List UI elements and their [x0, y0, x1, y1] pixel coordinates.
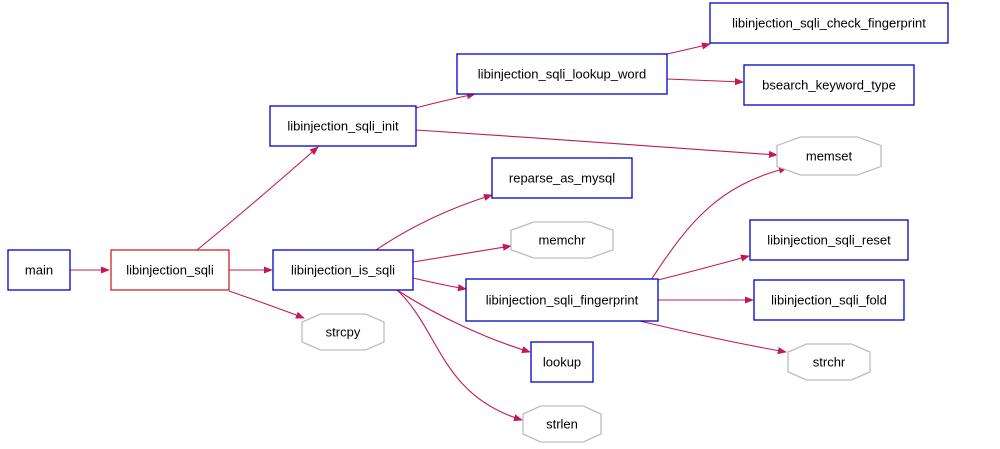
- node-lookup[interactable]: lookup: [530, 341, 594, 383]
- box-shape: [456, 53, 668, 95]
- node-label: libinjection_sqli_fingerprint: [486, 293, 639, 308]
- node-label: bsearch_keyword_type: [762, 78, 896, 93]
- node-libinjection-sqli-check-fingerprint[interactable]: libinjection_sqli_check_fingerprint: [709, 2, 949, 44]
- edge-libinjection_sqli_fingerprint-to-libinjection_sqli_reset: [657, 254, 750, 281]
- edge-libinjection_sqli-to-libinjection_sqli_init: [196, 146, 319, 251]
- edge-libinjection_is_sqli-to-reparse_as_mysql: [375, 193, 493, 251]
- node-libinjection-sqli-lookup-word[interactable]: libinjection_sqli_lookup_word: [456, 53, 668, 95]
- octagon-shape: [301, 313, 385, 351]
- box-shape: [530, 341, 594, 383]
- edge-libinjection_is_sqli-to-memchr: [412, 243, 512, 263]
- node-libinjection-sqli-init[interactable]: libinjection_sqli_init: [269, 105, 417, 147]
- box-shape: [272, 249, 414, 291]
- node-label: reparse_as_mysql: [509, 171, 615, 186]
- node-reparse-as-mysql[interactable]: reparse_as_mysql: [491, 157, 633, 199]
- box-shape: [743, 64, 915, 106]
- node-label: libinjection_sqli: [126, 263, 214, 278]
- node-label: strlen: [546, 417, 578, 432]
- edges-layer: [70, 42, 788, 422]
- edge-libinjection_is_sqli-to-libinjection_sqli_fingerprint: [412, 277, 467, 292]
- edge-libinjection_is_sqli-to-lookup: [396, 289, 531, 354]
- octagon-shape: [787, 343, 871, 381]
- node-label: libinjection_sqli_lookup_word: [478, 67, 646, 82]
- node-bsearch-keyword-type[interactable]: bsearch_keyword_type: [743, 64, 915, 106]
- edge-libinjection_sqli-to-strcpy: [228, 290, 305, 319]
- octagon-shape: [776, 136, 882, 176]
- node-libinjection-sqli-reset[interactable]: libinjection_sqli_reset: [749, 219, 909, 261]
- octagon-shape: [510, 221, 614, 259]
- node-label: libinjection_sqli_check_fingerprint: [732, 16, 926, 31]
- edge-libinjection_sqli_init-to-memset: [415, 129, 778, 159]
- node-label: strcpy: [326, 325, 361, 340]
- node-label: strchr: [813, 355, 846, 370]
- box-shape: [465, 278, 659, 322]
- node-libinjection-sqli-fold[interactable]: libinjection_sqli_fold: [753, 279, 905, 321]
- edge-libinjection_sqli_init-to-libinjection_sqli_lookup_word: [415, 92, 476, 109]
- node-memchr[interactable]: memchr: [510, 221, 614, 259]
- box-shape: [749, 219, 909, 261]
- nodes-layer: main libinjection_sqli libinjection_sqli_i…: [7, 2, 949, 443]
- node-label: main: [25, 263, 53, 278]
- edge-libinjection_sqli_lookup_word-to-bsearch_keyword_type: [666, 78, 744, 86]
- node-strlen[interactable]: strlen: [522, 405, 602, 443]
- node-label: memchr: [539, 233, 587, 248]
- node-label: lookup: [543, 355, 581, 370]
- node-libinjection-sqli[interactable]: libinjection_sqli: [110, 249, 230, 291]
- edge-libinjection_sqli_fingerprint-to-memset: [650, 166, 788, 281]
- node-libinjection-sqli-fingerprint[interactable]: libinjection_sqli_fingerprint: [465, 278, 659, 322]
- box-shape: [709, 2, 949, 44]
- node-strchr[interactable]: strchr: [787, 343, 871, 381]
- edge-libinjection_sqli_lookup_word-to-libinjection_sqli_check_fingerprint: [666, 42, 711, 55]
- node-main[interactable]: main: [7, 249, 71, 291]
- node-memset[interactable]: memset: [776, 136, 882, 176]
- box-shape: [491, 157, 633, 199]
- node-label: libinjection_sqli_init: [287, 119, 399, 134]
- node-libinjection-is-sqli[interactable]: libinjection_is_sqli: [272, 249, 414, 291]
- node-label: libinjection_sqli_fold: [771, 293, 887, 308]
- box-shape: [753, 279, 905, 321]
- node-label: memset: [806, 149, 853, 164]
- edge-libinjection_sqli_fingerprint-to-strchr: [639, 320, 787, 355]
- node-label: libinjection_sqli_reset: [767, 233, 891, 248]
- node-strcpy[interactable]: strcpy: [301, 313, 385, 351]
- box-shape: [269, 105, 417, 147]
- box-shape: [7, 249, 71, 291]
- octagon-shape: [522, 405, 602, 443]
- edge-libinjection_is_sqli-to-strlen: [396, 289, 523, 422]
- node-label: libinjection_is_sqli: [291, 263, 395, 278]
- box-shape: [110, 249, 230, 291]
